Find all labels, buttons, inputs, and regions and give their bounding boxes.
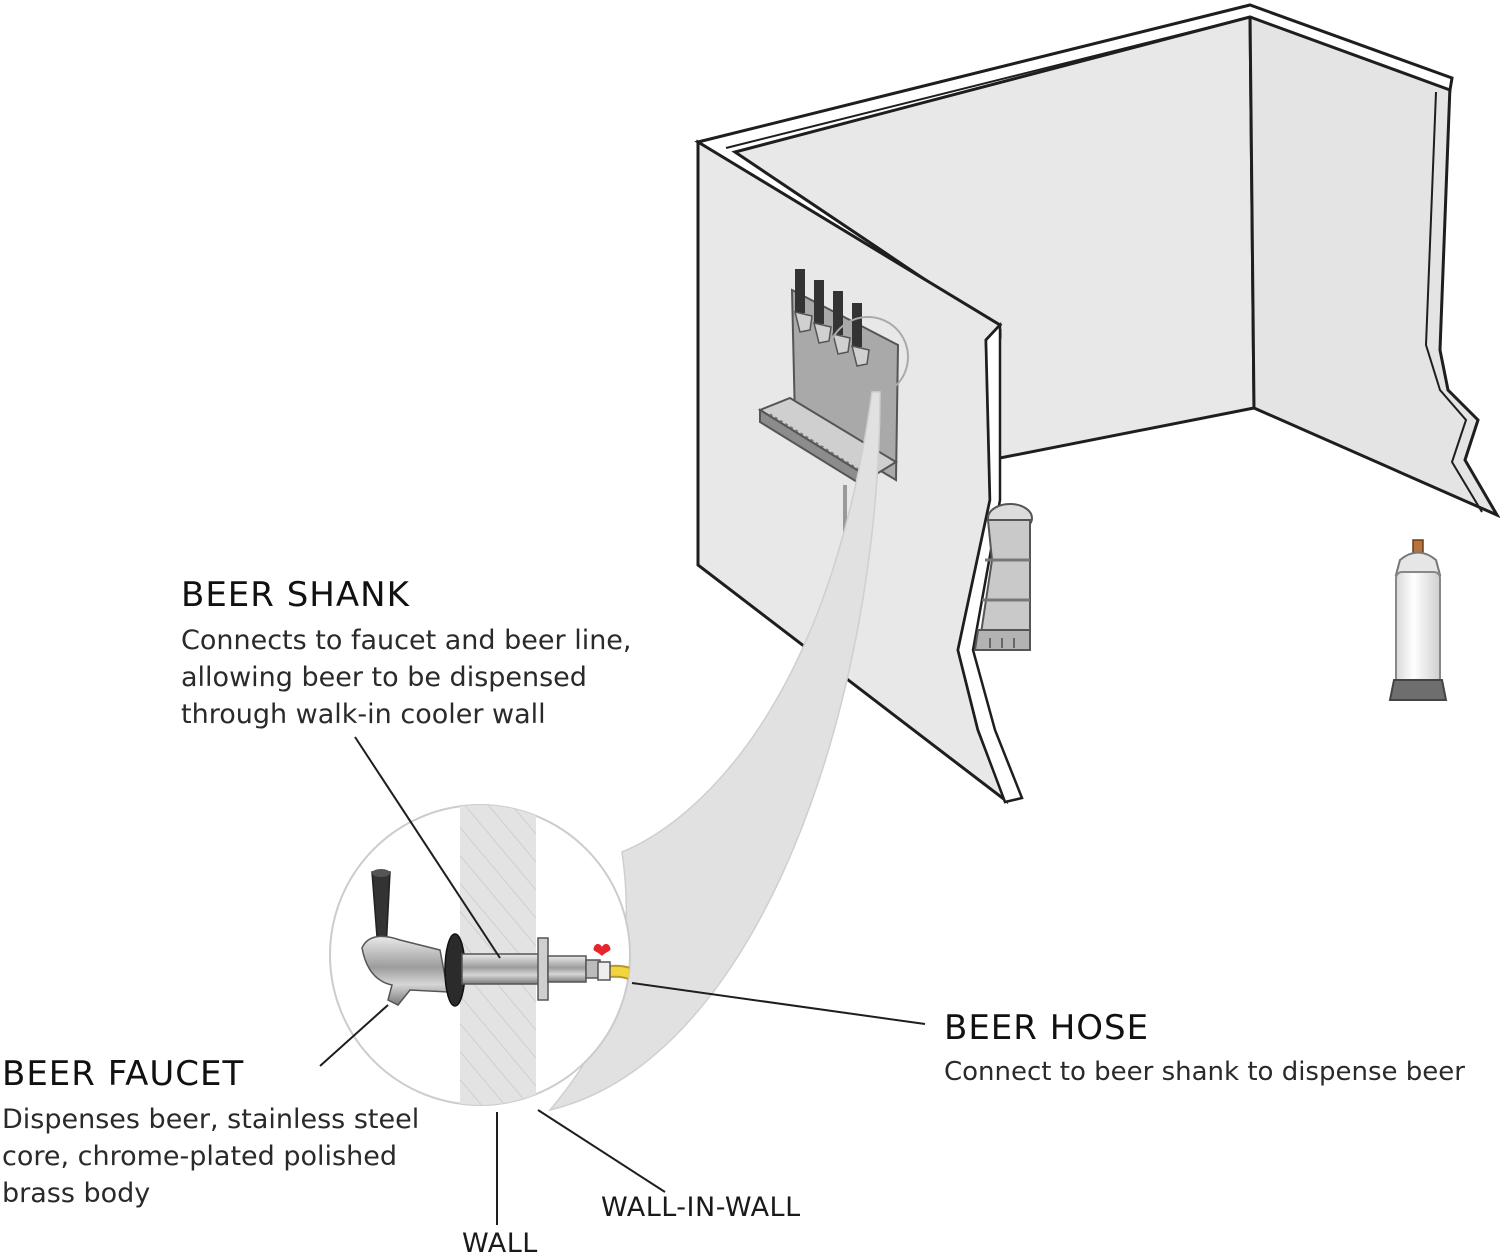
tower-highlight-circle — [827, 316, 909, 398]
beer-faucet-title: BEER FAUCET — [2, 1054, 245, 1094]
detail-view — [329, 804, 631, 1106]
shank-leader — [354, 736, 501, 959]
beer-faucet-icon — [361, 869, 466, 1007]
beer-shank-title: BEER SHANK — [181, 575, 410, 615]
leader-lines — [319, 736, 926, 1225]
beer-hose-description: Connect to beer shank to dispense beer — [944, 1057, 1465, 1087]
beer-faucet-label: BEER FAUCET Dispenses beer, stainless st… — [2, 1054, 442, 1212]
back-right-wall — [1248, 9, 1500, 518]
beer-shank-description: Connects to faucet and beer line, allowi… — [181, 625, 632, 730]
walk-in-cooler — [694, 3, 1500, 805]
beer-hose-title: BEER HOSE — [944, 1008, 1150, 1048]
front-wall-edge — [956, 321, 1024, 804]
beer-faucet-description: Dispenses beer, stainless steel core, ch… — [2, 1104, 420, 1209]
hose-leader — [631, 982, 926, 1025]
beer-shank-icon — [461, 937, 611, 1001]
wall-in-wall-label: WALL-IN-WALL — [601, 1192, 801, 1223]
right-wall-edge — [1424, 91, 1483, 513]
co2-tank-icon — [1388, 539, 1448, 701]
heart-icon — [593, 943, 611, 956]
beer-hose-label: BEER HOSE Connect to beer shank to dispe… — [944, 1008, 1500, 1091]
wall-in-wall-leader — [537, 1109, 666, 1193]
beer-shank-label: BEER SHANK Connects to faucet and beer l… — [181, 575, 661, 733]
keg-icon — [973, 503, 1033, 651]
faucet-leader — [319, 1004, 389, 1067]
wall-label: WALL — [462, 1228, 538, 1259]
